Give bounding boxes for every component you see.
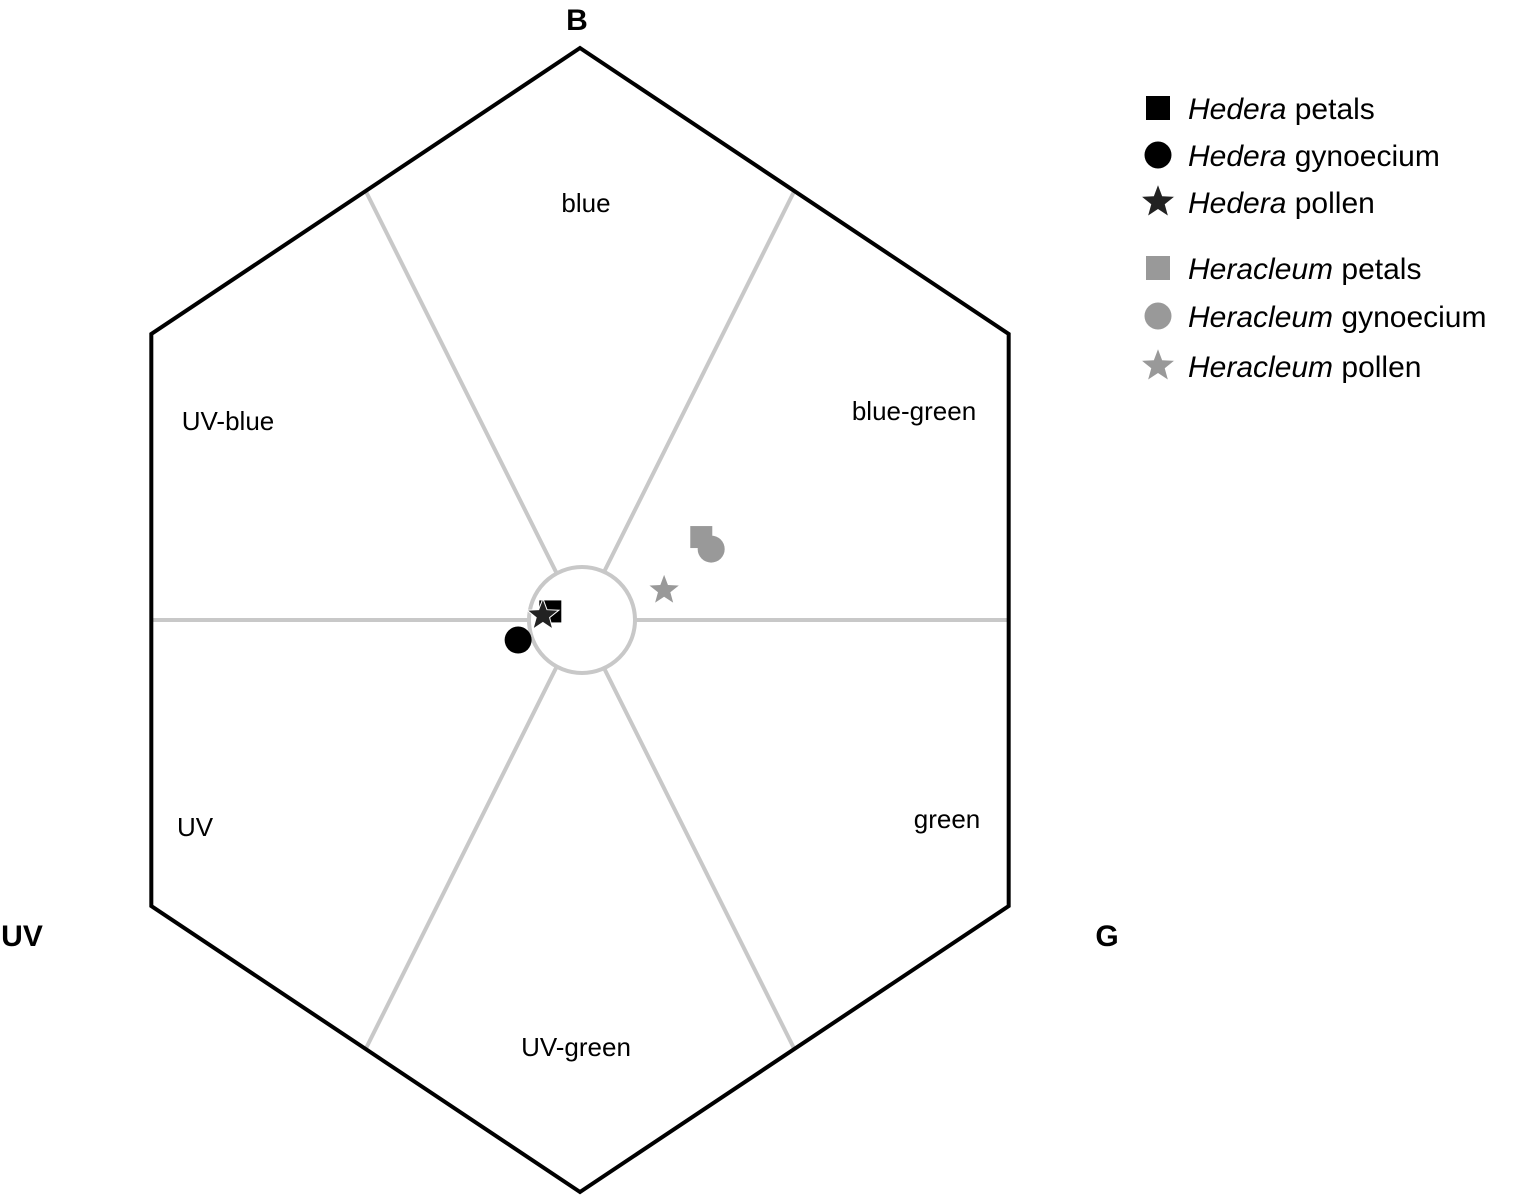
legend-marker-hedera-gynoecium: [1144, 141, 1172, 169]
legend-marker-hedera-petals: [1146, 96, 1170, 120]
legend-marker-heracleum-pollen: [1139, 346, 1177, 382]
sector-label-green: green: [914, 804, 981, 834]
legend-label-hedera-pollen: Hedera pollen: [1188, 187, 1375, 220]
point-heracleum-pollen: [646, 572, 682, 605]
vertex-label-blue: B: [566, 4, 588, 37]
sector-label-blue: blue: [561, 188, 610, 218]
legend-marker-heracleum-petals: [1146, 256, 1170, 280]
vertex-label-green: G: [1095, 920, 1118, 953]
sector-label-uv-blue: UV-blue: [182, 406, 275, 436]
sector-line-upper-left: [363, 190, 582, 621]
legend-marker-hedera-pollen: [1139, 182, 1177, 218]
data-points: [504, 526, 725, 654]
point-hedera-pollen: [525, 597, 561, 631]
legend-label-heracleum-petals: Heracleum petals: [1188, 253, 1421, 286]
point-hedera-gynoecium: [504, 626, 532, 654]
center-circle: [527, 565, 637, 675]
legend-label-heracleum-gynoecium: Heracleum gynoecium: [1188, 301, 1486, 334]
sector-label-uv: UV: [177, 812, 214, 842]
sector-line-lower-right: [578, 619, 797, 1050]
vertex-label-uv: UV: [1, 920, 43, 953]
legend-label-hedera-petals: Hedera petals: [1188, 93, 1375, 126]
legend-label-heracleum-pollen: Heracleum pollen: [1188, 351, 1421, 384]
legend-label-hedera-gynoecium: Hedera gynoecium: [1188, 140, 1440, 173]
sector-label-blue-green: blue-green: [852, 396, 976, 426]
point-heracleum-gynoecium: [697, 535, 725, 563]
sector-line-upper-right: [578, 190, 797, 621]
sector-line-lower-left: [363, 619, 582, 1050]
legend-marker-heracleum-gynoecium: [1144, 302, 1172, 330]
hexagon-outline: [149, 45, 1011, 1195]
sector-label-uv-green: UV-green: [521, 1032, 631, 1062]
sector-lines: [151, 190, 1009, 1050]
